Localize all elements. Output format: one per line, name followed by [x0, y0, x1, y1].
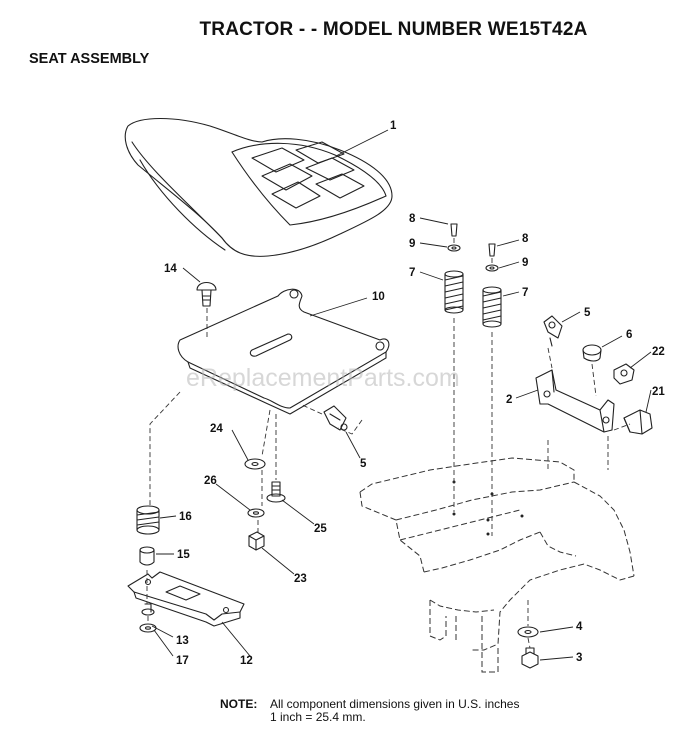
washer-parts-9[interactable]	[447, 244, 499, 272]
callout-7-left: 7	[409, 267, 415, 279]
leader-lines	[151, 129, 652, 661]
callout-5-right: 5	[584, 307, 591, 319]
nut-part-23[interactable]	[248, 531, 265, 551]
callout-4: 4	[576, 621, 583, 633]
callout-24: 24	[210, 423, 223, 435]
callout-21: 21	[652, 386, 665, 398]
callout-12: 12	[240, 655, 253, 667]
note-line-2: 1 inch = 25.4 mm.	[270, 710, 366, 724]
tractor-frame-phantom	[359, 457, 635, 673]
callout-2: 2	[506, 394, 512, 406]
callout-14: 14	[164, 263, 177, 275]
frame-holes	[452, 480, 524, 536]
note-line-1: All component dimensions given in U.S. i…	[270, 697, 520, 711]
bracket-part[interactable]	[535, 369, 615, 433]
callout-17: 17	[176, 655, 189, 667]
washer-part-26[interactable]	[247, 508, 265, 518]
callout-8-left: 8	[409, 213, 416, 225]
callout-5-left: 5	[360, 458, 367, 470]
callout-3: 3	[576, 652, 582, 664]
callout-8-right: 8	[522, 233, 529, 245]
slide-plate-part[interactable]	[127, 571, 245, 627]
dimension-note: NOTE: All component dimensions given in U…	[220, 698, 519, 724]
bolt-part-25[interactable]	[266, 481, 286, 503]
seat-pan-part[interactable]	[177, 288, 390, 415]
callout-22: 22	[652, 346, 665, 358]
callout-7-right: 7	[522, 287, 528, 299]
nut-part[interactable]	[613, 363, 635, 385]
callout-26: 26	[204, 475, 217, 487]
bolt-part[interactable]	[196, 281, 217, 307]
callout-16: 16	[179, 511, 192, 523]
callout-6: 6	[626, 329, 632, 341]
washer-part-4[interactable]	[517, 626, 539, 638]
clip-part-left[interactable]	[323, 405, 348, 431]
knob-bolt-part[interactable]	[623, 409, 653, 435]
shoulder-bolt-parts[interactable]	[450, 223, 496, 257]
callout-10: 10	[372, 291, 385, 303]
watermark: eReplacementParts.com	[186, 364, 460, 392]
washer-part-13[interactable]	[141, 603, 155, 616]
callout-15: 15	[177, 549, 190, 561]
callout-23: 23	[294, 573, 307, 585]
callout-1: 1	[390, 120, 397, 132]
note-label: NOTE:	[220, 697, 258, 711]
spring-part-left[interactable]	[444, 270, 464, 314]
diagram-title: TRACTOR - - MODEL NUMBER WE15T42A	[199, 19, 588, 40]
spacer-part[interactable]	[139, 546, 155, 566]
alignment-lines	[146, 238, 631, 649]
spring-part-right[interactable]	[482, 286, 502, 328]
bolt-part-3[interactable]	[521, 647, 539, 669]
washer-part-24[interactable]	[244, 458, 266, 470]
washer-part-17[interactable]	[139, 623, 157, 633]
bushing-part[interactable]	[582, 344, 602, 362]
callout-13: 13	[176, 635, 189, 647]
spring-part-16[interactable]	[136, 505, 160, 535]
callout-25: 25	[314, 523, 327, 535]
callout-9-left: 9	[409, 238, 415, 250]
clip-part-right[interactable]	[543, 315, 563, 347]
callout-9-right: 9	[522, 257, 528, 269]
section-title: SEAT ASSEMBLY	[29, 51, 150, 67]
seat-part[interactable]	[124, 117, 393, 257]
